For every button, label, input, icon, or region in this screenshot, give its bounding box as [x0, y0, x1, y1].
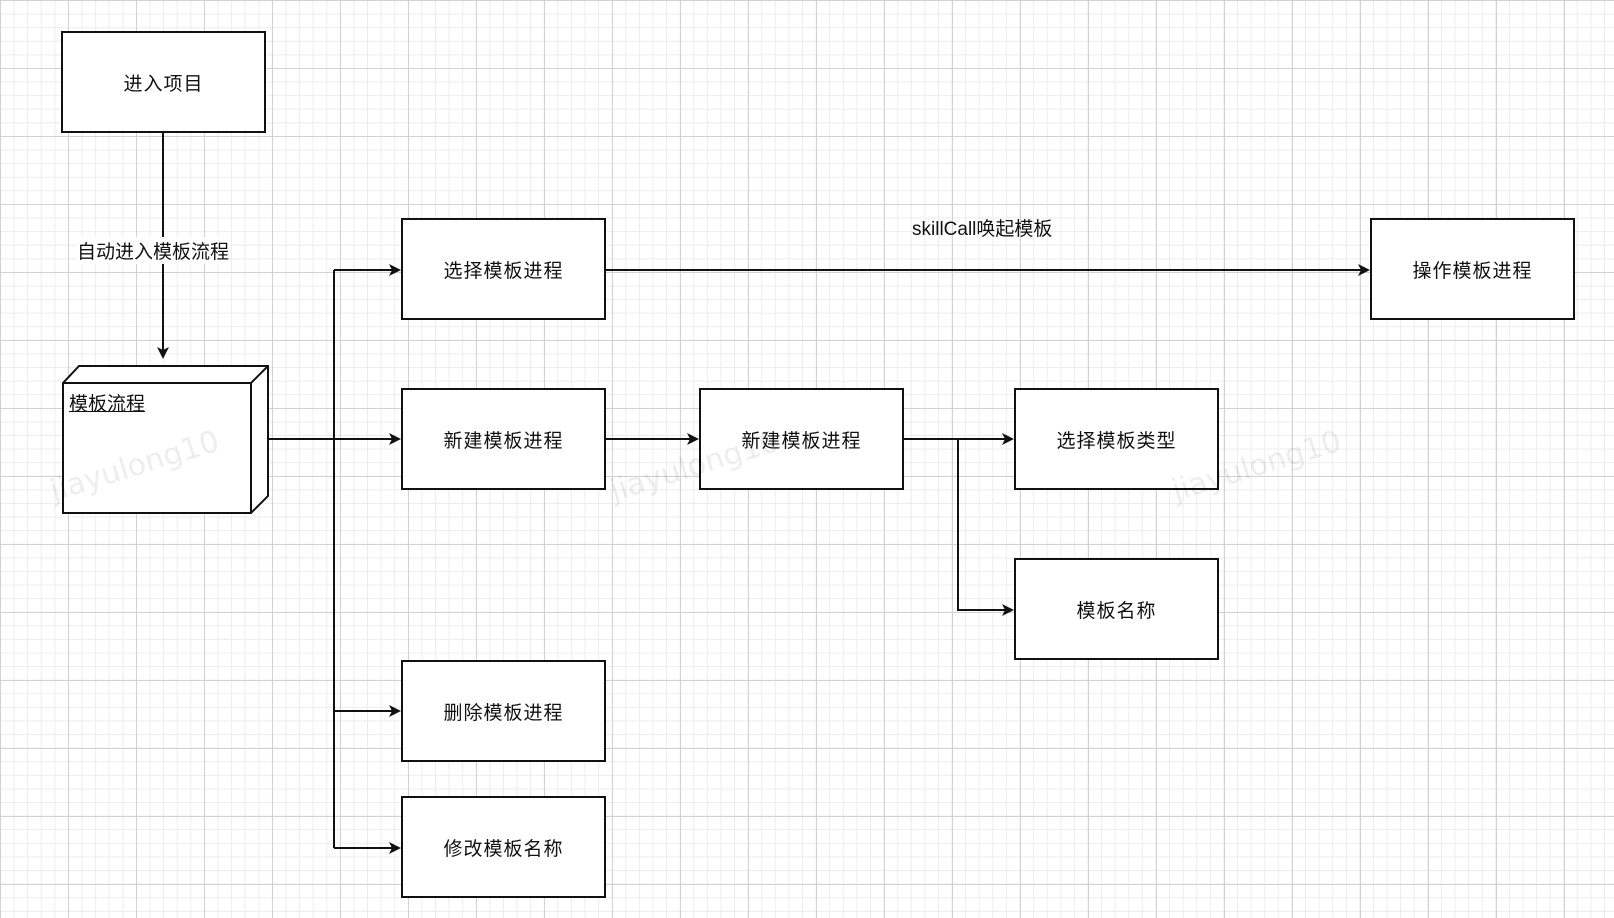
operate-template-process-node[interactable]: 操作模板进程	[1370, 218, 1575, 320]
select-template-process-node[interactable]: 选择模板进程	[401, 218, 606, 320]
edge-label-auto-enter: 自动进入模板流程	[77, 237, 230, 264]
new-template-process-node[interactable]: 新建模板进程	[401, 388, 606, 490]
enter-project-node[interactable]: 进入项目	[61, 31, 266, 133]
rename-template-node[interactable]: 修改模板名称	[401, 796, 606, 898]
select-template-type-node[interactable]: 选择模板类型	[1014, 388, 1219, 490]
template-name-node[interactable]: 模板名称	[1014, 558, 1219, 660]
watermark: jiayulong10	[46, 423, 224, 509]
delete-template-process-node[interactable]: 删除模板进程	[401, 660, 606, 762]
edge-new-branch	[957, 439, 1014, 616]
new-template-process-node-2[interactable]: 新建模板进程	[699, 388, 904, 490]
template-flow-label: 模板流程	[69, 393, 146, 415]
edge-label-skillcall: skillCall唤起模板	[912, 219, 1053, 240]
